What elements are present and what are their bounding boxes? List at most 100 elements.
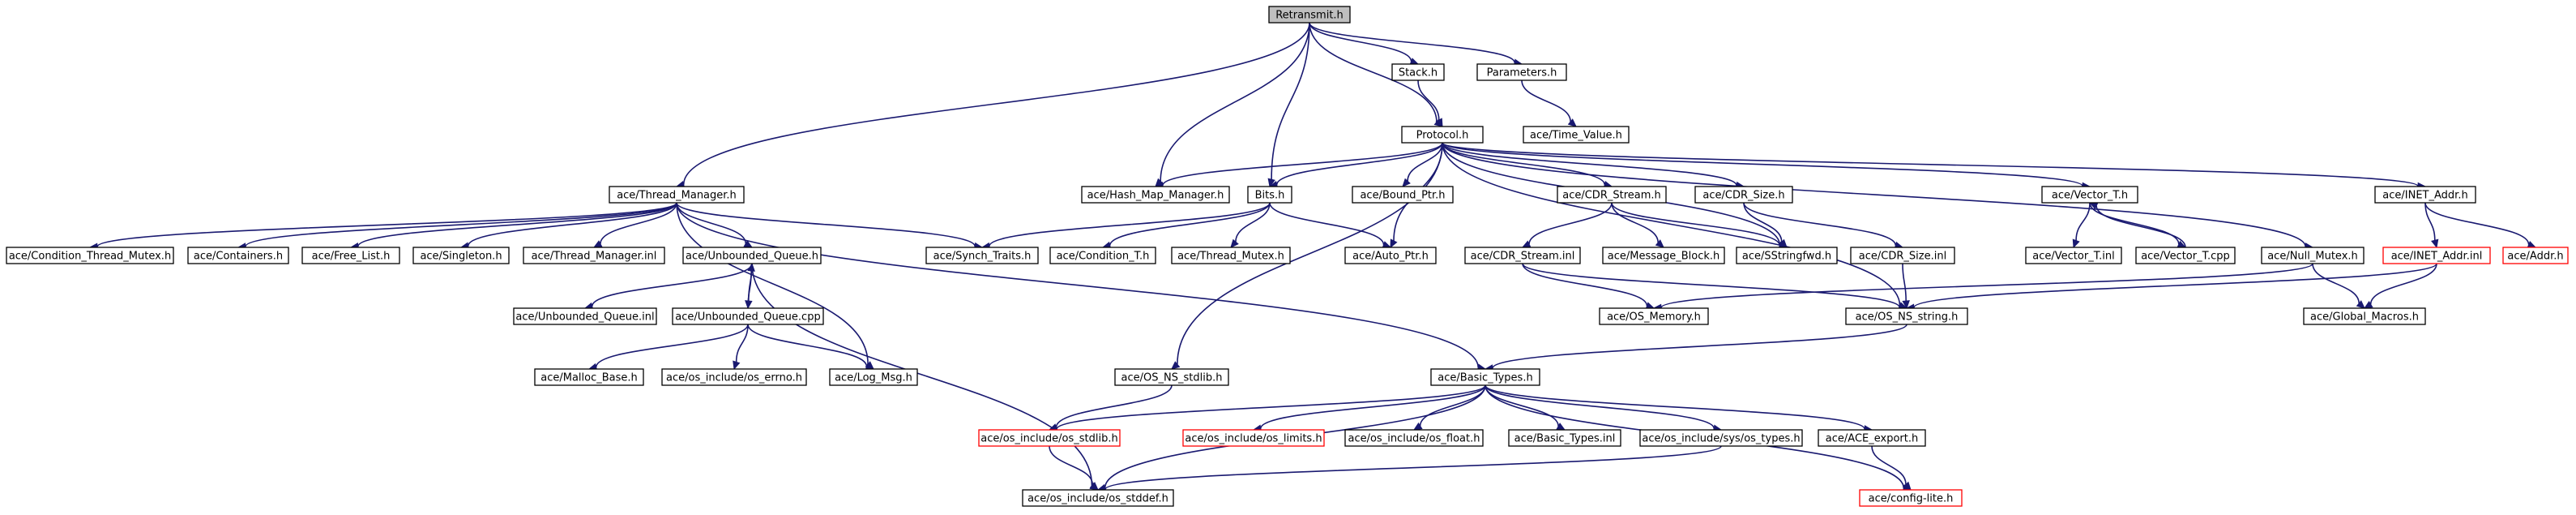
node-os-limits[interactable]: ace/os_include/os_limits.h [1182, 429, 1325, 447]
node-box [829, 368, 918, 386]
node-os-stddef[interactable]: ace/os_include/os_stddef.h [1022, 489, 1174, 507]
node-cdr-stream-h[interactable]: ace/CDR_Stream.h [1557, 186, 1667, 204]
node-label: ace/os_include/os_limits.h [1185, 433, 1322, 445]
edge-inet-addr-h-to-inet-addr-inl [2424, 202, 2439, 249]
node-free-list[interactable]: ace/Free_List.h [301, 247, 400, 264]
node-log-msg[interactable]: ace/Log_Msg.h [829, 368, 918, 386]
node-vector-t-cpp[interactable]: ace/Vector_T.cpp [2135, 247, 2236, 264]
node-label: ace/Log_Msg.h [835, 372, 912, 384]
node-auto-ptr[interactable]: ace/Auto_Ptr.h [1344, 247, 1437, 264]
node-os-memory[interactable]: ace/OS_Memory.h [1599, 307, 1709, 325]
node-label: ace/os_include/os_stddef.h [1027, 493, 1168, 505]
edge-cdr-stream-h-to-cdr-stream-inl [1521, 202, 1613, 248]
node-label: ace/Thread_Mutex.h [1177, 251, 1284, 263]
node-label: ace/os_include/sys/os_types.h [1642, 433, 1800, 445]
node-singleton[interactable]: ace/Singleton.h [412, 247, 510, 264]
node-hash-map-manager[interactable]: ace/Hash_Map_Manager.h [1081, 186, 1230, 204]
node-vector-t-h[interactable]: ace/Vector_T.h [2041, 186, 2138, 204]
node-message-block[interactable]: ace/Message_Block.h [1602, 247, 1725, 264]
edge-basic-types-h-to-ace-export [1485, 384, 1873, 433]
node-label: Bits.h [1255, 190, 1285, 202]
node-cdr-stream-inl[interactable]: ace/CDR_Stream.inl [1464, 247, 1581, 264]
node-bits[interactable]: Bits.h [1247, 186, 1292, 204]
node-label: ace/Null_Mutex.h [2267, 251, 2358, 263]
node-basic-types-inl[interactable]: ace/Basic_Types.inl [1508, 429, 1621, 447]
node-label: Parameters.h [1487, 67, 1557, 79]
node-box [2303, 307, 2426, 325]
node-label: ace/CDR_Size.h [1702, 190, 1784, 202]
node-box [523, 247, 665, 264]
node-inet-addr-h[interactable]: ace/INET_Addr.h [2374, 186, 2476, 204]
node-box [1430, 368, 1540, 386]
node-config-lite[interactable]: ace/config-lite.h [1859, 489, 1963, 507]
node-containers[interactable]: ace/Containers.h [187, 247, 289, 264]
node-unbounded-queue-cpp[interactable]: ace/Unbounded_Queue.cpp [672, 307, 824, 325]
edge-retransmit-to-thread-manager-h [675, 22, 1310, 189]
node-label: ace/OS_NS_stdlib.h [1121, 372, 1223, 384]
node-protocol[interactable]: Protocol.h [1401, 126, 1484, 144]
node-box [187, 247, 289, 264]
node-unbounded-queue-inl[interactable]: ace/Unbounded_Queue.inl [513, 307, 657, 325]
edge-bits-to-condition-t [1101, 202, 1271, 250]
node-box [1523, 126, 1630, 144]
node-os-errno[interactable]: ace/os_include/os_errno.h [661, 368, 807, 386]
node-label: ace/Synch_Traits.h [933, 251, 1032, 263]
edge-unbounded-queue-cpp-to-unbounded-queue-h [747, 262, 755, 309]
node-label: Protocol.h [1416, 130, 1469, 142]
node-ace-export[interactable]: ace/ACE_export.h [1818, 429, 1926, 447]
node-cdr-size-h[interactable]: ace/CDR_Size.h [1694, 186, 1793, 204]
node-label: ace/Vector_T.cpp [2141, 251, 2230, 263]
node-os-stdlib[interactable]: ace/os_include/os_stdlib.h [978, 429, 1121, 447]
node-box [1049, 247, 1156, 264]
node-label: ace/Condition_Thread_Mutex.h [9, 251, 171, 263]
node-basic-types-h[interactable]: ace/Basic_Types.h [1430, 368, 1540, 386]
node-sstringfwd[interactable]: ace/SStringfwd.h [1736, 247, 1838, 264]
node-thread-mutex[interactable]: ace/Thread_Mutex.h [1171, 247, 1291, 264]
node-label: ace/Thread_Manager.h [617, 190, 737, 202]
node-box [1182, 429, 1325, 447]
node-label: ace/SStringfwd.h [1742, 251, 1831, 263]
node-box [2135, 247, 2236, 264]
node-addr[interactable]: ace/Addr.h [2502, 247, 2569, 264]
node-vector-t-inl[interactable]: ace/Vector_T.inl [2025, 247, 2122, 264]
node-cond-thread-mutex[interactable]: ace/Condition_Thread_Mutex.h [6, 247, 174, 264]
node-box [1639, 429, 1803, 447]
node-malloc-base[interactable]: ace/Malloc_Base.h [534, 368, 644, 386]
node-box [661, 368, 807, 386]
node-null-mutex[interactable]: ace/Null_Mutex.h [2261, 247, 2365, 264]
node-unbounded-queue-h[interactable]: ace/Unbounded_Queue.h [682, 247, 822, 264]
node-stack[interactable]: Stack.h [1391, 63, 1445, 81]
node-box [1247, 186, 1292, 204]
node-box [1557, 186, 1667, 204]
node-cdr-size-inl[interactable]: ace/CDR_Size.inl [1850, 247, 1955, 264]
edge-unbounded-queue-cpp-to-malloc-base [587, 324, 749, 371]
node-retransmit[interactable]: Retransmit.h [1268, 6, 1351, 24]
edge-retransmit-to-bits [1267, 22, 1310, 188]
node-label: ace/Malloc_Base.h [540, 372, 638, 384]
node-thread-manager-inl[interactable]: ace/Thread_Manager.inl [523, 247, 665, 264]
node-parameters[interactable]: Parameters.h [1476, 63, 1567, 81]
node-inet-addr-inl[interactable]: ace/INET_Addr.inl [2382, 247, 2491, 264]
node-label: ace/CDR_Stream.inl [1471, 251, 1575, 263]
node-os-ns-string[interactable]: ace/OS_NS_string.h [1845, 307, 1968, 325]
node-os-ns-stdlib[interactable]: ace/OS_NS_stdlib.h [1114, 368, 1229, 386]
node-time-value[interactable]: ace/Time_Value.h [1523, 126, 1630, 144]
node-box [1352, 186, 1454, 204]
edge-ace-export-to-config-lite [1871, 445, 1912, 491]
node-bound-ptr[interactable]: ace/Bound_Ptr.h [1352, 186, 1454, 204]
node-box [2374, 186, 2476, 204]
node-label: ace/OS_Memory.h [1607, 311, 1701, 324]
edge-cdr-size-inl-to-os-ns-string [1902, 263, 1910, 310]
node-label: ace/INET_Addr.inl [2391, 251, 2483, 263]
node-os-types[interactable]: ace/os_include/sys/os_types.h [1639, 429, 1803, 447]
node-thread-manager-h[interactable]: ace/Thread_Manager.h [609, 186, 745, 204]
node-label: ace/os_include/os_stdlib.h [980, 433, 1117, 445]
node-global-macros[interactable]: ace/Global_Macros.h [2303, 307, 2426, 325]
node-os-float[interactable]: ace/os_include/os_float.h [1344, 429, 1484, 447]
edge-protocol-to-hash-map-manager [1154, 142, 1443, 190]
node-condition-t[interactable]: ace/Condition_T.h [1049, 247, 1156, 264]
node-synch-traits[interactable]: ace/Synch_Traits.h [925, 247, 1039, 264]
node-label: ace/Singleton.h [420, 251, 502, 263]
edge-basic-types-h-to-os-float [1412, 384, 1486, 431]
node-box [1268, 6, 1351, 24]
